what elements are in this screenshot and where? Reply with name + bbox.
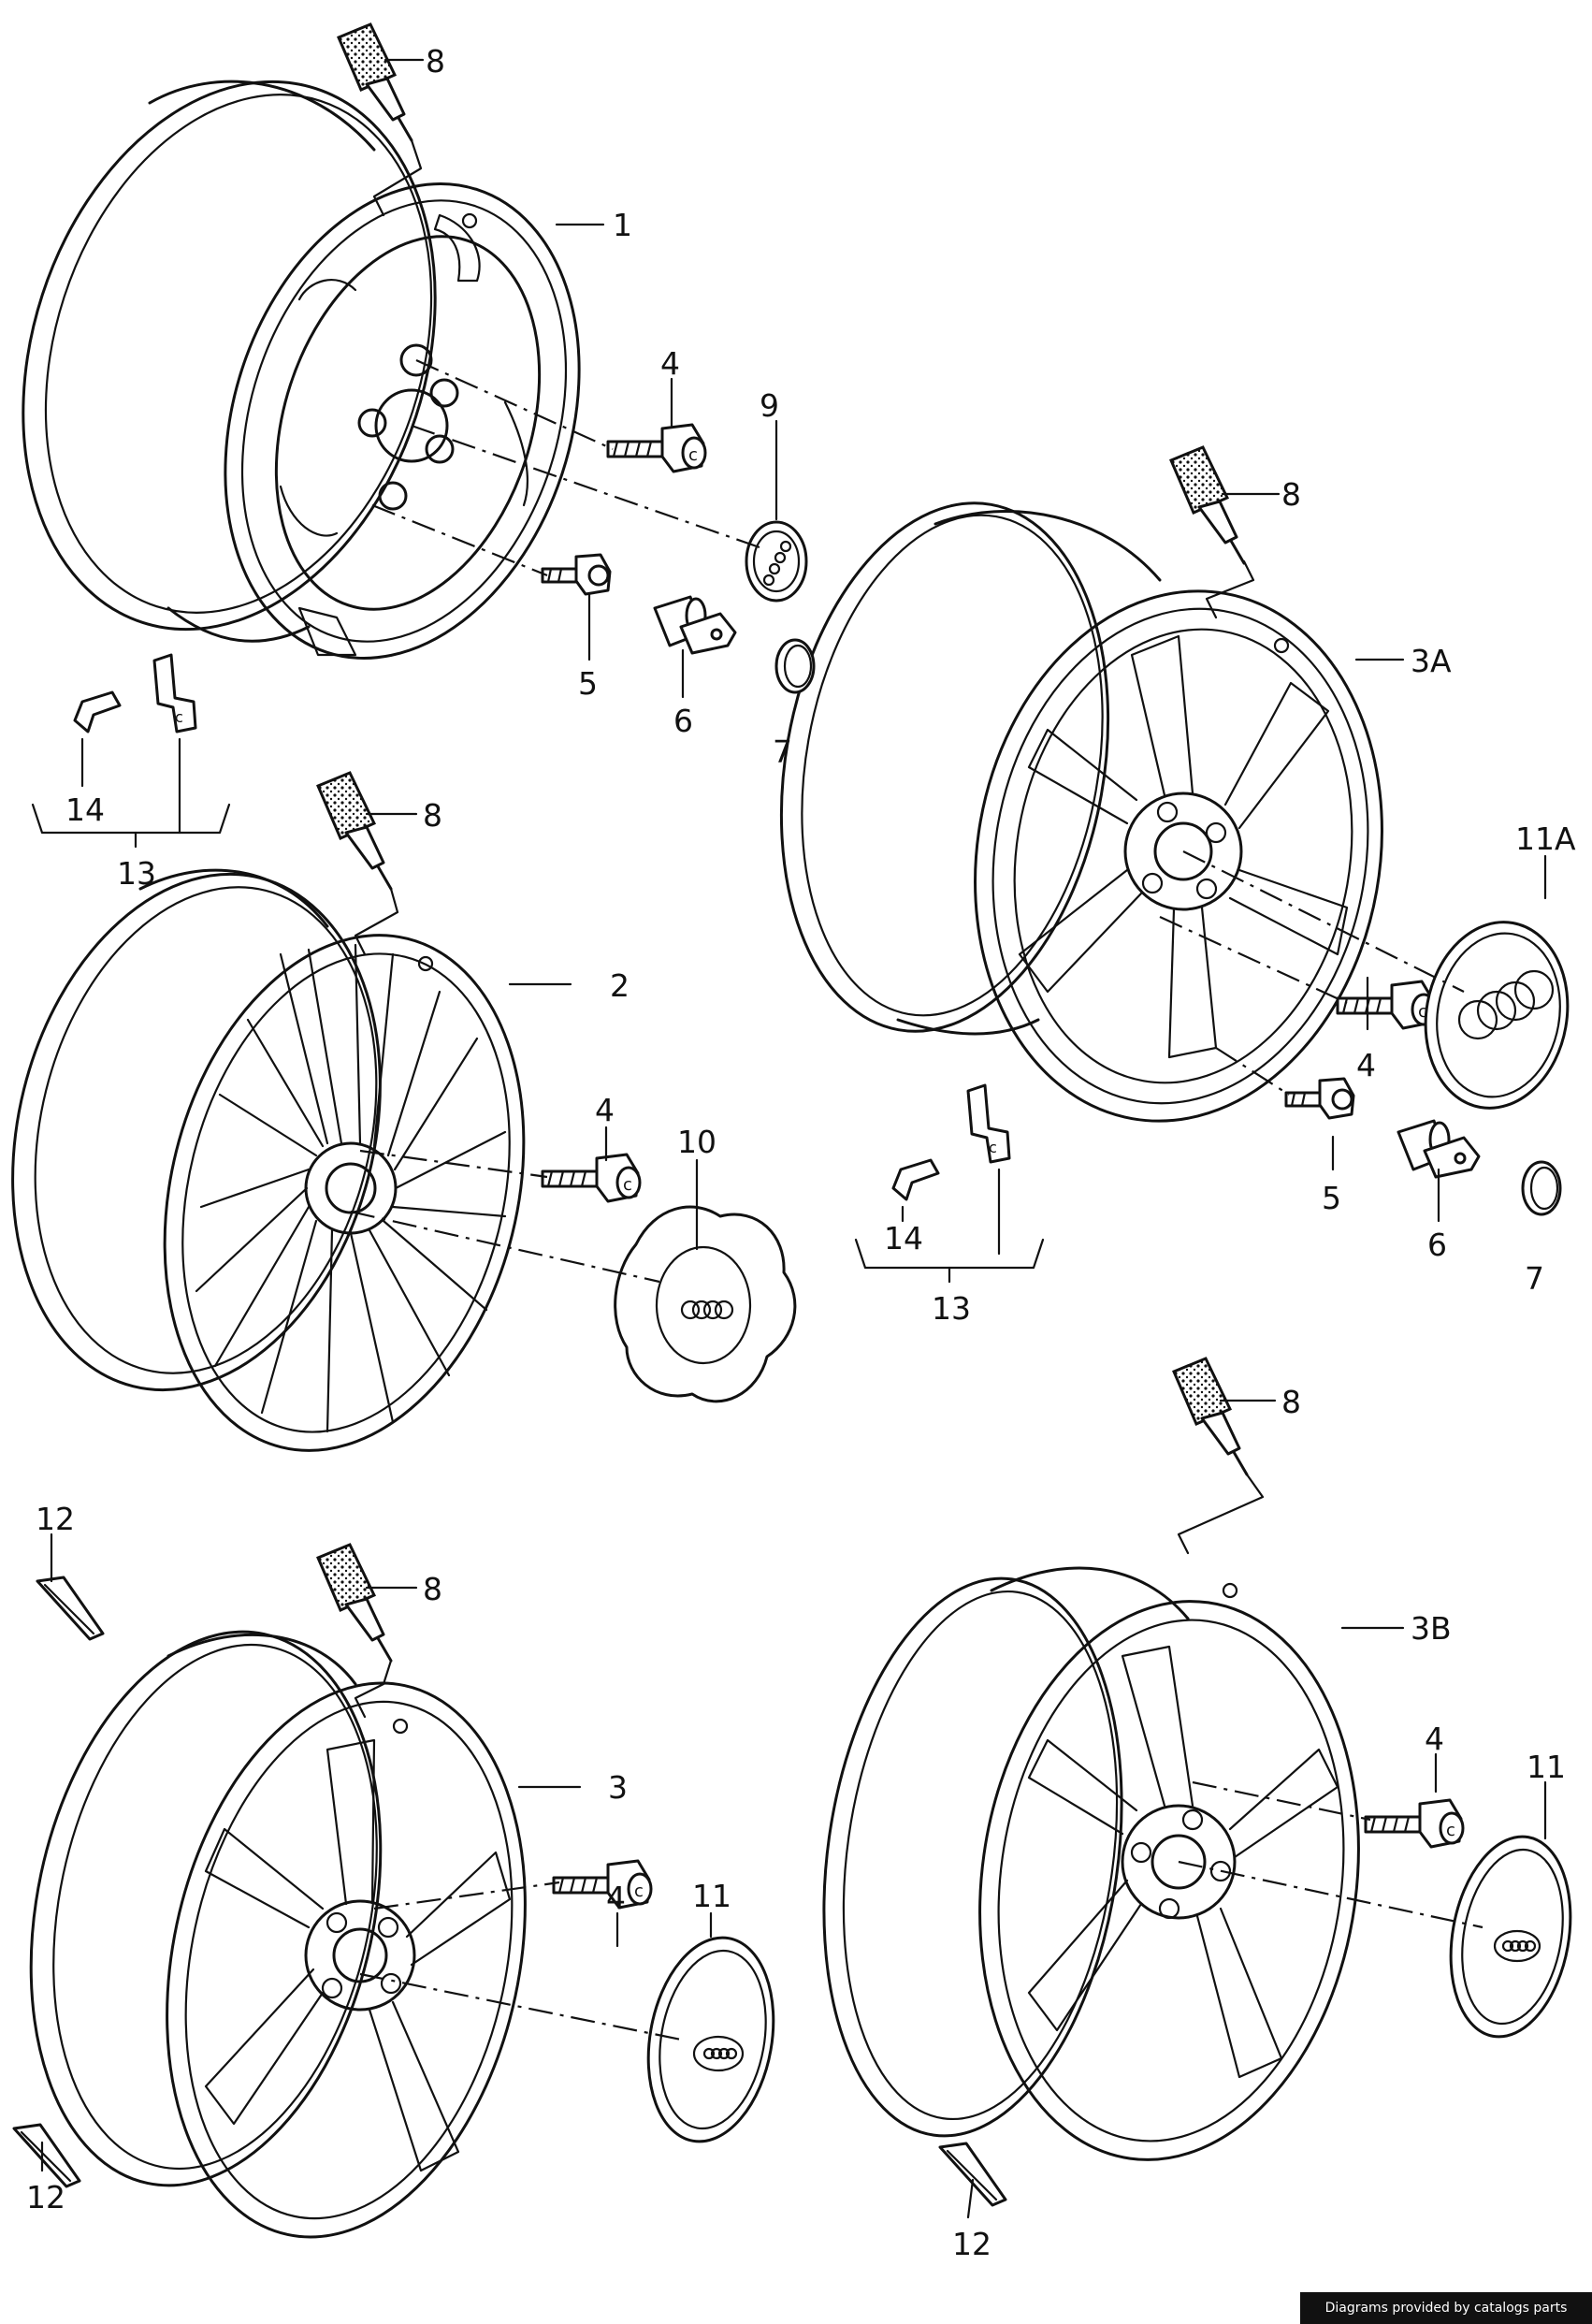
callout-1: 1	[613, 207, 632, 243]
valve-leader-lines	[354, 138, 1265, 1719]
callout-14: 14	[65, 792, 105, 828]
valve-stem-icon	[337, 22, 413, 142]
wheel-bolt-icon	[1336, 980, 1437, 1030]
footer-credit: Diagrams provided by catalogs parts	[1300, 2292, 1592, 2324]
callout-4: 4	[595, 1092, 615, 1128]
valve-stem-icon	[1172, 1357, 1249, 1476]
callout-10: 10	[677, 1124, 716, 1160]
bracket-icon	[152, 653, 197, 734]
callout-13: 13	[932, 1290, 971, 1327]
assembly-lines	[350, 358, 1483, 2041]
callout-6: 6	[673, 703, 693, 739]
callout-6: 6	[1427, 1227, 1447, 1263]
wheel-bolt-icon	[1364, 1798, 1465, 1849]
locking-bolt-icon	[1284, 1077, 1355, 1120]
callout-11: 11	[692, 1878, 731, 1914]
valve-stem-icon	[316, 1543, 393, 1663]
hub-cap-10-icon	[614, 1205, 797, 1403]
hub-cap-11a-icon	[1424, 921, 1570, 1110]
balance-weight-icon	[36, 1576, 105, 1641]
callout-7: 7	[773, 734, 792, 770]
callout-4: 4	[660, 345, 680, 382]
callout-labels: 1 2 3 3A 3B 4 4 4 4 4 5 5 6 6 7 7 8 8 8 …	[26, 43, 1576, 2262]
valve-stem-icon	[316, 771, 393, 891]
hub-cap-11-icon	[1449, 1835, 1572, 2039]
clip-icon	[73, 690, 122, 734]
locking-bolt-icon	[541, 553, 612, 596]
callout-3a: 3A	[1411, 643, 1452, 679]
leader-lines	[31, 58, 1547, 2219]
callout-7: 7	[1525, 1260, 1544, 1297]
valve-stem-icon	[1169, 445, 1246, 565]
retaining-ring-icon	[774, 638, 816, 694]
wheel-bolt-icon	[541, 1153, 642, 1203]
callout-14: 14	[884, 1220, 923, 1256]
clip-icon	[891, 1158, 940, 1201]
wheel-bolt-icon	[606, 423, 707, 473]
callout-4: 4	[1425, 1721, 1444, 1757]
wheel-3-alloy-rim	[29, 1630, 527, 2239]
callout-11: 11	[1527, 1749, 1566, 1785]
callout-4: 4	[606, 1880, 626, 1916]
callout-11a: 11A	[1515, 821, 1576, 857]
callout-8: 8	[423, 797, 442, 834]
lock-adapter-key-icon	[653, 595, 737, 655]
callout-12: 12	[36, 1501, 75, 1537]
hub-cap-11-icon	[646, 1936, 775, 2143]
wheel-2-multispoke-rim	[11, 868, 526, 1452]
callout-3b: 3B	[1411, 1610, 1452, 1647]
callout-8: 8	[1281, 1384, 1301, 1420]
callout-5: 5	[578, 665, 598, 702]
callout-2: 2	[610, 967, 630, 1004]
callout-3: 3	[608, 1769, 628, 1806]
callout-13: 13	[117, 855, 156, 892]
wheel-3a-alloy-rim	[779, 501, 1383, 1123]
callout-8: 8	[423, 1571, 442, 1607]
balance-weight-icon	[938, 2142, 1007, 2207]
hub-cap-9-icon	[745, 520, 808, 603]
callout-4: 4	[1356, 1047, 1376, 1083]
retaining-ring-icon	[1521, 1160, 1562, 1216]
callout-12: 12	[952, 2226, 991, 2262]
wheel-bolt-icon	[552, 1859, 653, 1910]
callout-9: 9	[760, 387, 779, 424]
balance-weight-icon	[12, 2123, 81, 2188]
wheel-3b-alloy-rim	[822, 1566, 1360, 2161]
callout-8: 8	[426, 43, 445, 80]
wheel-1-steel-rim	[22, 80, 581, 660]
bracket-icon	[966, 1083, 1011, 1164]
callout-12: 12	[26, 2179, 65, 2215]
callout-5: 5	[1322, 1180, 1341, 1216]
callout-8: 8	[1281, 476, 1301, 513]
